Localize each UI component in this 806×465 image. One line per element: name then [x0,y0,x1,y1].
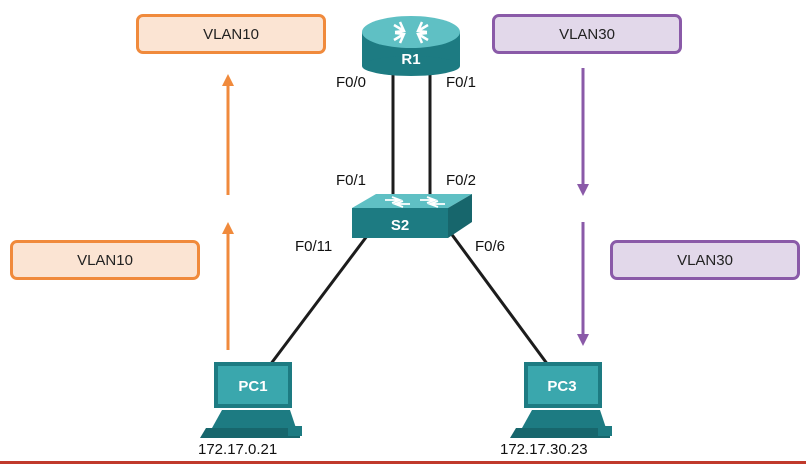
bottom-divider [0,461,806,464]
port-label-s2-f06: F0/6 [475,238,506,255]
vlan30-box-top: VLAN30 [492,14,682,54]
pc1-ip-address: 172.17.0.21 [198,441,278,458]
pc1-label: PC1 [238,378,267,395]
link-s2-pc3 [448,231,550,366]
pc3-label: PC3 [547,378,576,395]
port-label-s2-f01: F0/1 [336,172,367,189]
pc3-ip-address: 172.17.30.23 [500,441,588,458]
router-icon: R1 [362,16,460,76]
port-label-s2-f02: F0/2 [446,172,477,189]
vlan30-box-mid: VLAN30 [610,240,800,280]
pc1-icon: PC1 [200,362,302,438]
port-label-r1-f00: F0/0 [336,74,367,91]
switch-icon: S2 [352,194,472,238]
port-label-r1-f01: F0/1 [446,74,477,91]
port-label-s2-f011: F0/11 [295,238,333,255]
switch-label: S2 [391,217,409,234]
pc3-icon: PC3 [510,362,612,438]
link-s2-pc1 [268,231,372,366]
router-label: R1 [401,51,420,68]
vlan10-box-mid: VLAN10 [10,240,200,280]
vlan10-box-top: VLAN10 [136,14,326,54]
